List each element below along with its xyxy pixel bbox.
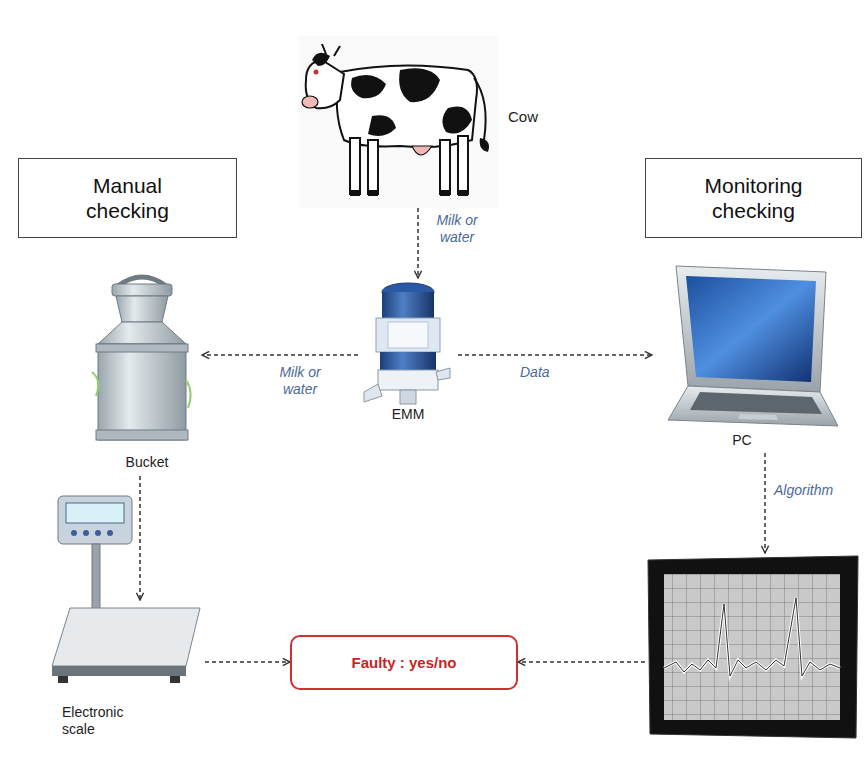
pc-figure: PC [652,258,832,453]
emm-device-part [436,368,450,380]
section-title: Manual checking [68,173,188,223]
milk-can-part [116,296,168,322]
cow-illustration-part [368,190,378,196]
cow-figure: Cow [298,36,560,208]
emm-device-part [364,384,382,402]
figure-caption: Bucket [92,454,202,471]
signal-chart-part [648,556,858,738]
cow-illustration-part [440,140,450,194]
signal-chart-part [664,598,840,676]
cow-illustration-part [368,140,378,194]
electronic-scale-part [83,530,89,536]
milk-can-part [98,322,186,344]
milk-can [92,277,191,440]
section-box: Monitoring checking [645,158,862,238]
dashed-arrow [202,354,358,356]
laptop-part [738,414,778,420]
dashed-arrow [205,661,290,663]
signal-chart-part [664,574,840,720]
scale-figure: Electronic scale [40,600,205,755]
electronic-scale-part [95,530,101,536]
figure-caption: PC [652,432,832,449]
cow-illustration-part [350,138,360,194]
cow-illustration-part [298,36,498,208]
edge-label: Milk or water [424,212,490,246]
emm-figure: EMM [358,278,458,428]
emm-device-part [382,292,434,318]
cow-illustration-part [412,146,432,155]
laptop-part [676,266,826,392]
cow-illustration-part [440,190,450,196]
cow-illustration-part [474,78,486,140]
cow-illustration-part [322,44,340,56]
emm-device-part [380,352,436,370]
cow-illustration-part [442,107,472,134]
edge-label: Data [518,364,552,381]
cow-illustration-part [458,136,468,194]
milk-can-part [98,344,186,440]
figure-caption: Electronic scale [62,704,152,738]
dashed-arrow [518,661,645,663]
figure-caption: EMM [358,406,458,423]
edge-label: Milk or water [262,364,338,398]
dashed-arrow [458,354,652,356]
cow-illustration-part [314,70,319,75]
electronic-scale [52,496,200,683]
milk-can-part [96,344,188,352]
cow-illustration-part [368,115,396,136]
electronic-scale-part [58,676,68,683]
emm-device [364,283,450,404]
signal-chart [648,556,858,738]
cow-illustration-part [458,190,468,196]
cow-illustration-part [480,138,489,152]
electronic-scale-part [107,530,113,536]
cow-illustration-part [399,68,440,102]
emm-device-part [378,370,438,390]
dashed-arrow [764,453,766,553]
electronic-scale-part [66,503,124,523]
cow-illustration-part [302,96,318,108]
cow-illustration-part [337,65,477,147]
bucket-figure: Bucket [92,268,202,476]
laptop-part [686,276,816,382]
electronic-scale-part [58,496,132,544]
emm-device-part [376,318,440,352]
chart-figure [645,553,862,738]
electronic-scale-part [92,544,100,610]
cow-illustration [298,36,498,208]
electronic-scale-part [52,608,200,666]
section-box: Manual checking [18,158,237,238]
emm-device-part [388,322,428,348]
edge-label: Algorithm [772,482,835,499]
emm-device-part [400,390,416,404]
electronic-scale-part [52,666,186,676]
dashed-arrow [139,476,141,600]
figure-caption: Cow [508,108,558,126]
cow-illustration-part [351,75,386,98]
section-title: Monitoring checking [694,173,814,223]
result-box: Faulty : yes/no [290,635,518,690]
electronic-scale-part [170,676,180,683]
signal-chart-part [664,598,840,676]
milk-can-part [92,372,191,408]
milk-can-part [96,430,188,440]
cow-illustration-part [350,190,360,196]
result-text: Faulty : yes/no [351,654,456,671]
laptop [668,266,838,426]
laptop-part [690,392,822,414]
signal-chart-part [664,574,840,720]
laptop-part [668,386,838,426]
dashed-arrow [417,208,419,278]
milk-can-part [112,284,172,296]
cow-illustration-part [312,53,330,66]
electronic-scale-part [71,530,77,536]
